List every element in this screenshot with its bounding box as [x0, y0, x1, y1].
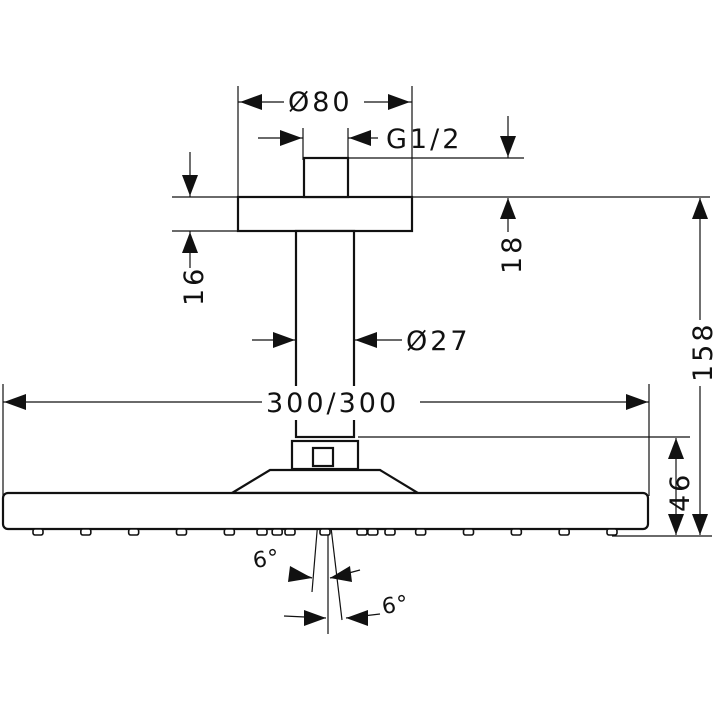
spray-nozzle — [367, 528, 379, 536]
extension-lines — [2, 86, 712, 634]
dim-angle-right: 6° — [380, 591, 410, 620]
ceiling-flange — [236, 195, 414, 233]
label-mask — [284, 84, 364, 118]
dim-arm-diameter: Ø27 — [406, 326, 471, 357]
dim-flange-height: 18 — [497, 234, 528, 274]
spray-nozzle — [462, 528, 475, 536]
label-mask — [262, 386, 420, 420]
spray-nozzle — [510, 528, 523, 536]
spray-nozzle — [256, 528, 268, 536]
dimension-arrows — [3, 94, 708, 626]
dim-head-height: 46 — [665, 472, 696, 512]
spray-nozzle — [127, 528, 140, 536]
spray-nozzles — [32, 528, 618, 536]
spray-nozzle — [414, 528, 427, 536]
dim-angle-left: 6° — [251, 545, 281, 574]
spray-nozzle — [80, 528, 92, 536]
spray-nozzle — [175, 528, 188, 536]
shower-head-plate — [1, 491, 650, 531]
spray-nozzle — [319, 528, 331, 536]
dim-flange-diameter: Ø80 — [288, 87, 353, 118]
spray-nozzle — [356, 528, 368, 536]
thread-connector — [302, 156, 350, 199]
spray-nozzle — [384, 528, 396, 536]
spray-nozzle — [558, 528, 570, 536]
spray-nozzle — [32, 528, 44, 536]
dim-arm-offset: 16 — [179, 266, 210, 306]
spray-nozzle — [606, 528, 618, 536]
label-mask — [688, 322, 714, 384]
dim-head-size: 300/300 — [266, 388, 399, 419]
head-cone — [228, 468, 422, 495]
spray-nozzle — [284, 528, 296, 536]
dim-thread: G1/2 — [386, 124, 462, 155]
spray-nozzle — [271, 528, 283, 536]
ball-joint-nut — [311, 446, 335, 468]
dim-overall-height: 158 — [688, 321, 719, 382]
spray-nozzle — [223, 528, 236, 536]
